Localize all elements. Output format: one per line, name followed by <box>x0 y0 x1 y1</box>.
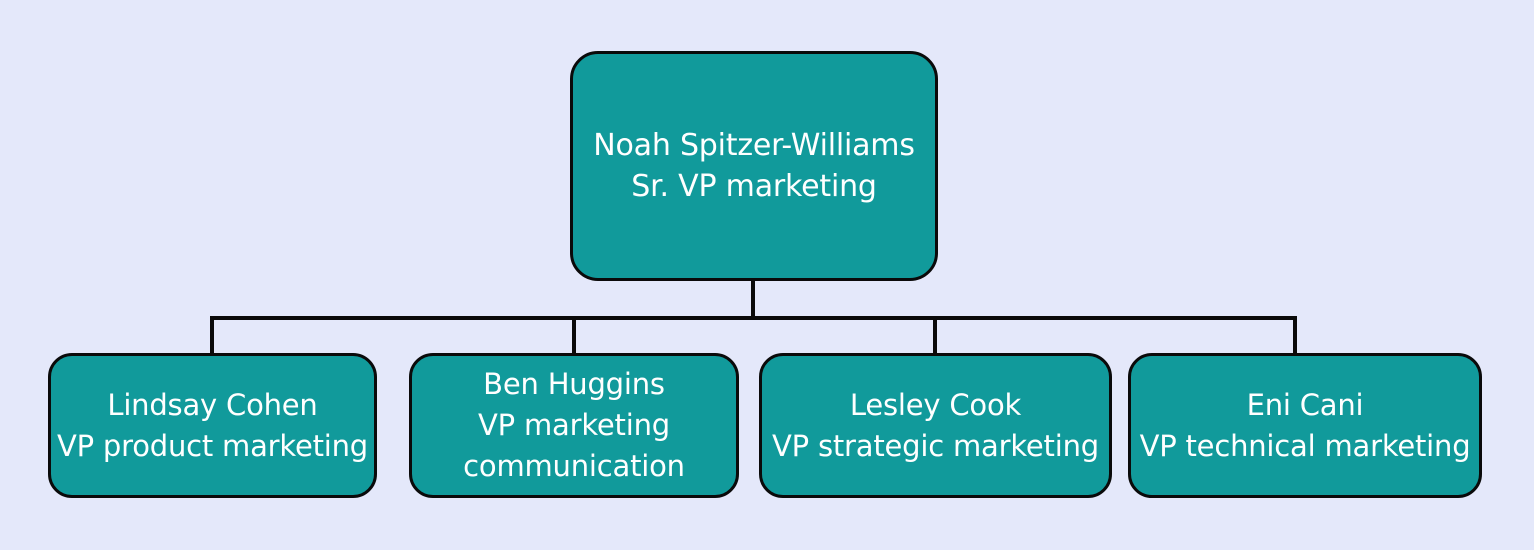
node-name: Lindsay Cohen <box>107 387 318 422</box>
node-eni-cani: Eni Cani VP technical marketing <box>1128 353 1482 498</box>
node-title: VP product marketing <box>56 428 369 463</box>
node-name: Noah Spitzer-Williams <box>593 128 915 163</box>
node-title: VP marketing <box>478 408 670 442</box>
node-ben-huggins: Ben Huggins VP marketing communication <box>409 353 739 498</box>
node-title: VP strategic marketing <box>772 428 1099 463</box>
node-noah-spitzer-williams: Noah Spitzer-Williams Sr. VP marketing <box>570 51 938 281</box>
node-title: Sr. VP marketing <box>631 169 877 204</box>
node-title: VP technical marketing <box>1139 428 1471 463</box>
node-lesley-cook: Lesley Cook VP strategic marketing <box>759 353 1112 498</box>
node-title-line-2: communication <box>463 449 685 483</box>
node-name: Ben Huggins <box>483 367 665 401</box>
node-name: Eni Cani <box>1246 387 1364 422</box>
node-lindsay-cohen: Lindsay Cohen VP product marketing <box>48 353 377 498</box>
node-name: Lesley Cook <box>849 387 1022 422</box>
